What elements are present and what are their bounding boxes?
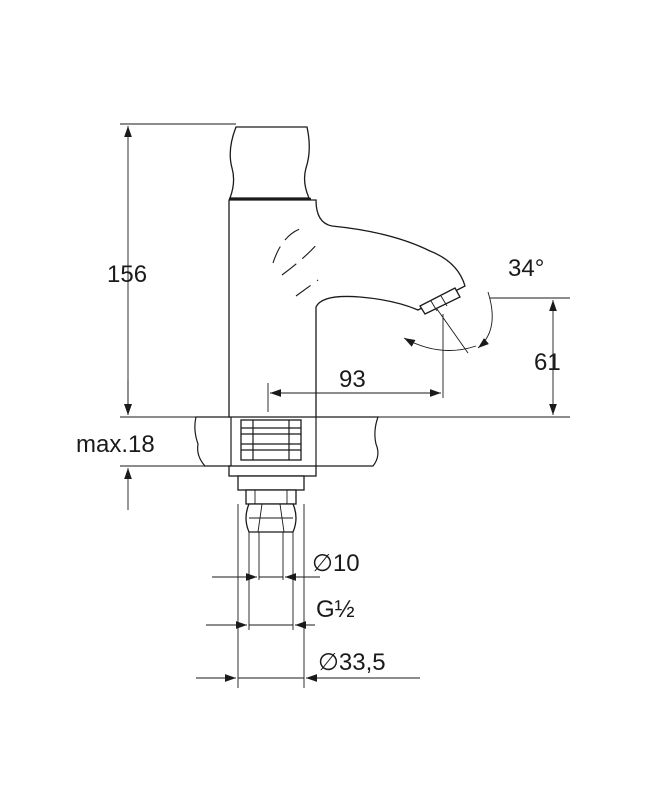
dim-counter-thickness-label: max.18 [76,431,155,458]
dim-inner-diameter-label: ∅10 [312,550,360,577]
dim-height-label: 156 [107,261,147,288]
dim-outlet-height-label: 61 [534,349,561,376]
dim-angle-label: 34° [508,255,544,282]
dimension-lines [124,126,557,682]
connection-fittings [228,419,317,533]
dim-thread-label: G½ [316,596,355,623]
dim-reach-label: 93 [339,366,366,393]
extension-lines [120,123,570,688]
dim-base-diameter-label: ∅33,5 [318,649,386,676]
faucet-body [228,126,469,418]
